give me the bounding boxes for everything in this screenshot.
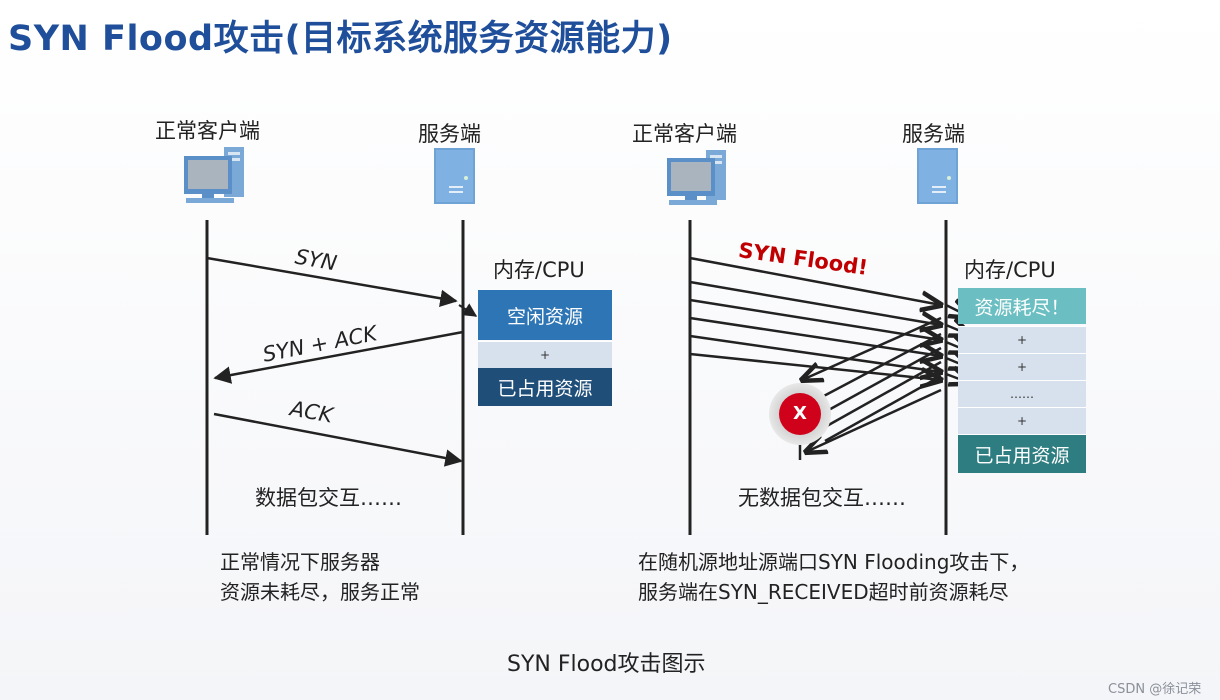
page-title: SYN Flood攻击(目标系统服务资源能力) [8,19,673,59]
fail-icon [779,393,821,435]
used-resource-box: 已占用资源 [958,435,1086,473]
syn-arrow [206,256,458,307]
plus-box: + [958,326,1086,354]
plus-box: + [478,341,612,369]
computer-icon [184,147,244,203]
right-mem-label: 内存/CPU [964,258,1056,282]
right-note-line1: 在随机源地址源端口SYN Flooding攻击下， [638,550,1030,574]
server-icon [434,148,475,204]
server-icon [917,148,958,204]
free-resource-box: 空闲资源 [478,290,612,340]
watermark: CSDN @徐记荣 [1108,682,1202,697]
flood-synack-arrows [802,316,942,452]
figure-caption: SYN Flood攻击图示 [507,652,706,677]
flood-syn-arrows [689,256,970,383]
plus-box: + [958,407,1086,435]
right-client-label: 正常客户端 [632,122,737,146]
ack-arrow [213,412,463,467]
exhausted-resource-box: 资源耗尽！ [958,288,1086,324]
left-note-line2: 资源未耗尽，服务正常 [220,580,420,604]
ellipsis-box: …… [958,380,1086,408]
fail-mark: X [793,403,807,424]
synack-arrow [213,330,464,384]
left-mem-label: 内存/CPU [493,258,585,282]
left-server-label: 服务端 [418,122,481,146]
right-data-text: 无数据包交互…… [738,486,906,510]
plus-box: + [958,353,1086,381]
right-server-label: 服务端 [902,122,965,146]
left-client-label: 正常客户端 [155,119,260,143]
computer-icon [667,150,726,205]
used-resource-box: 已占用资源 [478,368,612,406]
left-note-line1: 正常情况下服务器 [220,550,380,574]
right-note-line2: 服务端在SYN_RECEIVED超时前资源耗尽 [638,580,1009,604]
left-data-text: 数据包交互…… [255,486,402,510]
